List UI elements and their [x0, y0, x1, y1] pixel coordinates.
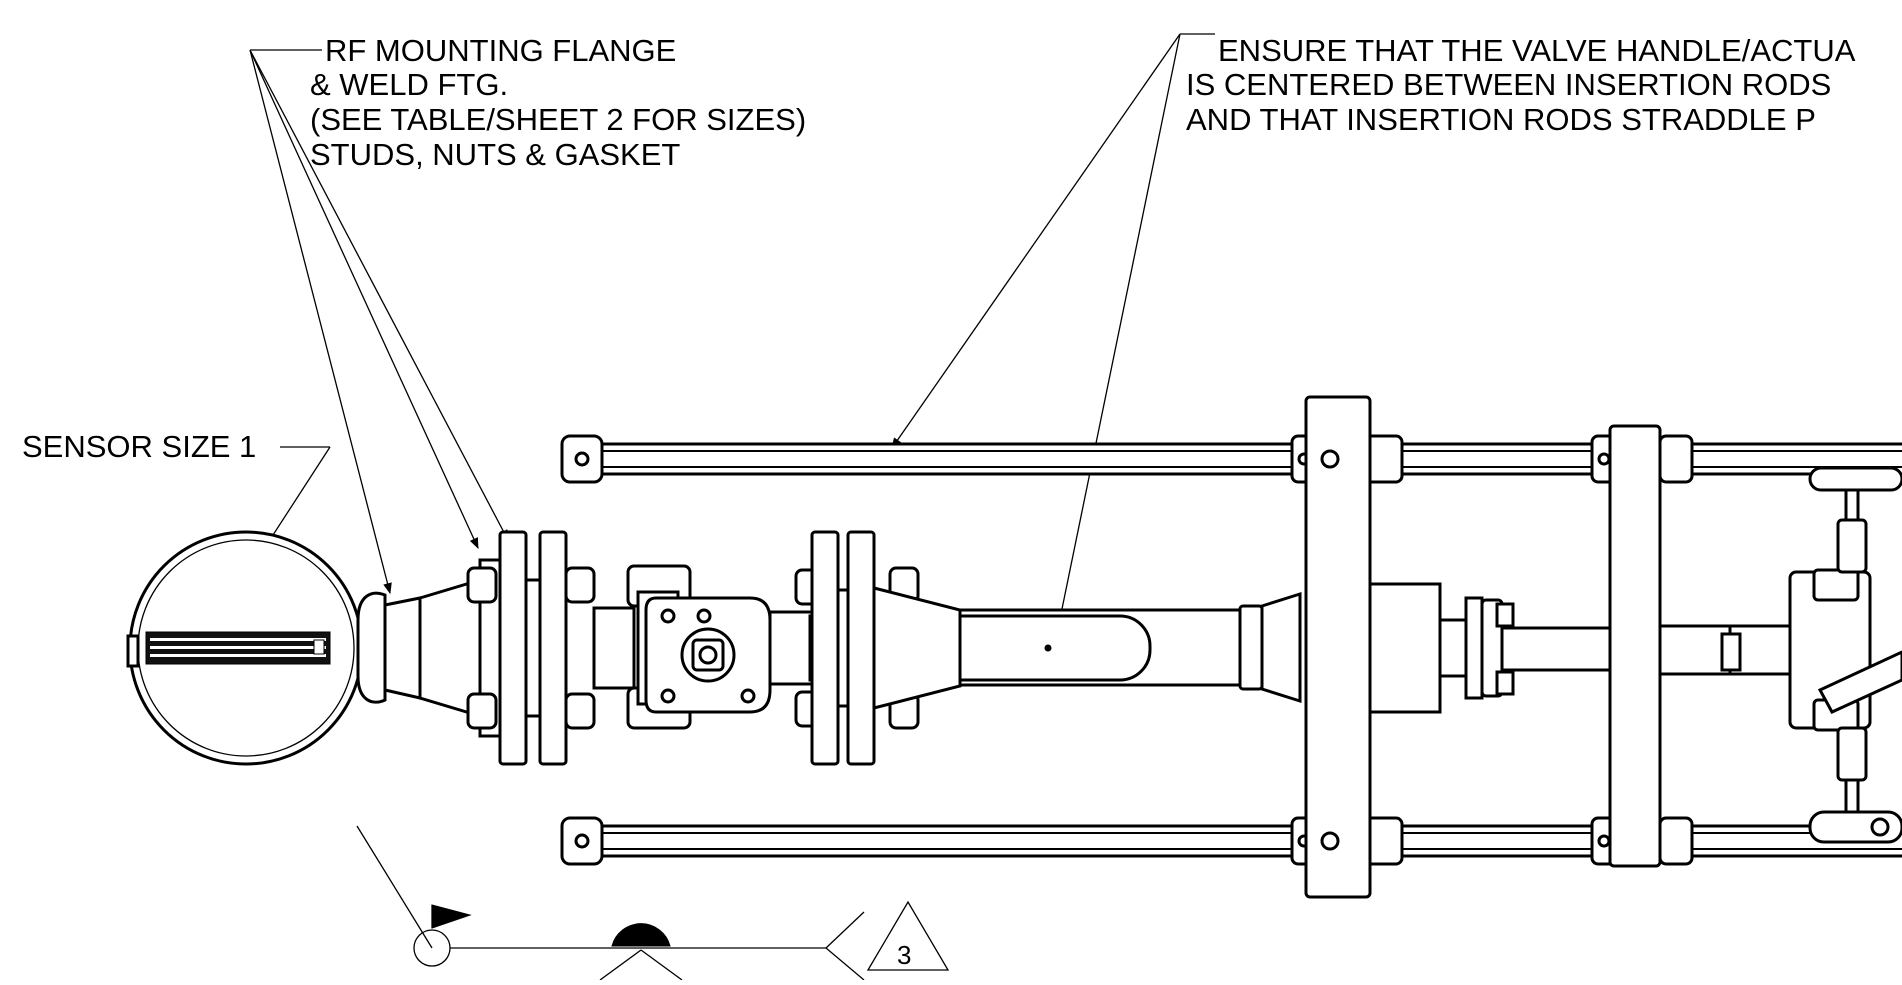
insertion-rod-top [560, 434, 1902, 484]
flange-note-line-1: RF MOUNTING FLANGE [325, 33, 676, 68]
flange-note: RF MOUNTING FLANGE & WELD FTG. (SEE TABL… [310, 33, 806, 172]
valve-handle-note: ENSURE THAT THE VALVE HANDLE/ACTUA IS CE… [1186, 33, 1856, 137]
weld-symbol: 3 [356, 825, 950, 981]
valve-note-line-3: AND THAT INSERTION RODS STRADDLE P [1186, 102, 1816, 137]
flange-note-line-3: (SEE TABLE/SHEET 2 FOR SIZES) [310, 102, 806, 137]
field-weld-flag-icon [431, 904, 472, 929]
flange-leaders [249, 49, 509, 595]
flange-note-line-4: STUDS, NUTS & GASKET [310, 137, 680, 172]
valve-note-line-1: ENSURE THAT THE VALVE HANDLE/ACTUA [1218, 33, 1856, 68]
valve-note-leaders [891, 33, 1215, 645]
sensor-size-label: SENSOR SIZE 1 [22, 429, 256, 464]
revision-number: 3 [897, 940, 911, 970]
manifold-valve [1788, 466, 1902, 844]
carrier-plate-1 [1304, 395, 1372, 899]
ball-valve [626, 564, 822, 730]
flange-note-line-2: & WELD FTG. [310, 67, 508, 102]
revision-triangle [866, 900, 950, 971]
insertion-rod-bottom [560, 816, 1902, 866]
sensor-head [126, 530, 364, 766]
valve-outlet-flange [794, 530, 962, 766]
weld-fitting [356, 530, 636, 766]
carrier-plate-2 [1608, 424, 1662, 868]
weld-bead-icon [611, 923, 671, 947]
valve-note-line-2: IS CENTERED BETWEEN INSERTION RODS [1186, 67, 1831, 102]
